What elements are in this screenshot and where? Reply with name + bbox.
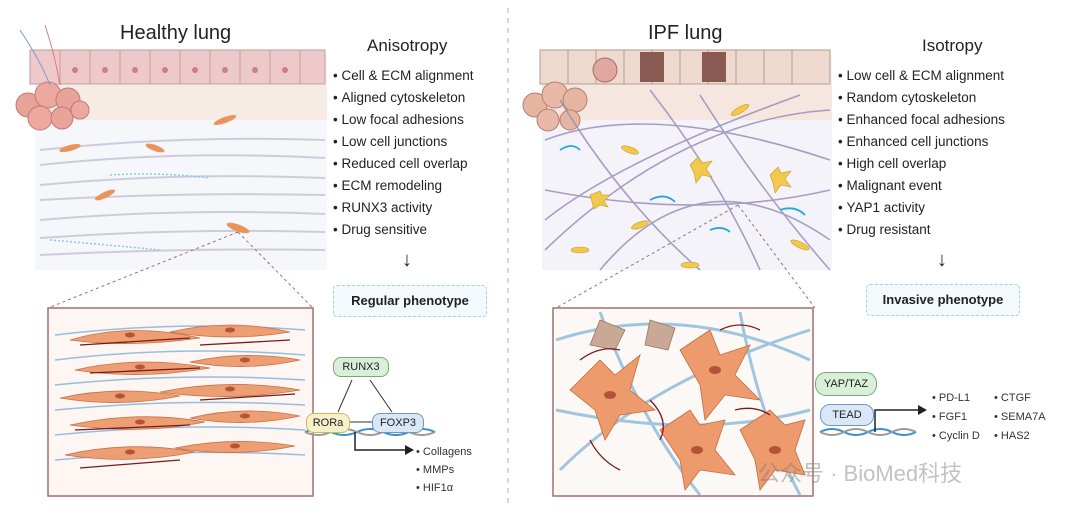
rora-node: RORa: [306, 413, 350, 433]
ipf-target-gene: PD-L1: [932, 389, 980, 408]
ipf-bullet: YAP1 activity: [838, 197, 1005, 219]
healthy-bullet: Cell & ECM alignment: [333, 65, 473, 87]
healthy-bullet: Low cell junctions: [333, 131, 474, 153]
ipf-title: IPF lung: [648, 22, 723, 44]
healthy-epithelium: [29, 49, 326, 85]
healthy-phenotype-box: Regular phenotype: [333, 285, 487, 317]
runx3-node: RUNX3: [333, 357, 389, 377]
healthy-zoom-box: [47, 307, 314, 497]
ipf-target-gene: FGF1: [932, 408, 980, 427]
ipf-tissue-illustration: [522, 49, 832, 309]
healthy-target-genes: Collagens MMPs HIF1α: [416, 443, 472, 497]
ipf-target-genes-left: PD-L1 FGF1 Cyclin D: [932, 389, 980, 446]
ipf-zoom-line-left: [555, 204, 739, 309]
foxp3-node: FOXP3: [372, 413, 424, 433]
ipf-bullet: Low cell & ECM alignment: [838, 65, 1005, 87]
ipf-fibroblasts: [570, 104, 810, 269]
healthy-alveoli: [15, 24, 90, 131]
healthy-bullet: Drug sensitive: [333, 219, 474, 241]
healthy-bullet: Aligned cytoskeleton: [333, 87, 474, 109]
yap-taz-node: YAP/TAZ: [815, 372, 877, 396]
ipf-blue-fibers: [559, 145, 806, 233]
ipf-down-arrow-icon: ↓: [937, 249, 947, 271]
healthy-bullet-list: Cell & ECM alignment Aligned cytoskeleto…: [333, 65, 474, 241]
ipf-target-gene: Cyclin D: [932, 427, 980, 446]
ipf-bullet: Enhanced focal adhesions: [838, 109, 1004, 131]
ipf-bullet: Malignant event: [838, 175, 1005, 197]
healthy-bullet: RUNX3 activity: [333, 197, 474, 219]
ipf-bullet: Random cytoskeleton: [838, 87, 1005, 109]
ipf-pathway-graphics: [819, 405, 927, 436]
ipf-bullet: Enhanced cell junctions: [838, 131, 1005, 153]
watermark: 公众号 · BioMed科技: [758, 461, 963, 486]
ipf-bullet: High cell overlap: [838, 153, 1005, 175]
ipf-epithelium: [539, 49, 831, 85]
healthy-target-gene: MMPs: [416, 461, 472, 479]
healthy-bullet: Reduced cell overlap: [333, 153, 474, 175]
healthy-target-gene: Collagens: [416, 443, 472, 461]
tead-node: TEAD: [820, 404, 874, 426]
healthy-zoom-line-left: [47, 231, 239, 309]
ipf-target-genes-right: CTGF SEMA7A HAS2: [994, 389, 1046, 446]
ipf-zoom-box: [552, 307, 814, 497]
healthy-down-arrow-icon: ↓: [402, 249, 412, 271]
healthy-tissue-illustration: [15, 24, 327, 309]
ipf-target-gene: HAS2: [994, 427, 1046, 446]
ipf-dna-helix: [819, 428, 917, 436]
healthy-blue-fibers: [49, 173, 211, 251]
ipf-target-gene: CTGF: [994, 389, 1046, 408]
ipf-random-fibers: [544, 89, 831, 271]
healthy-fibroblasts: [59, 115, 250, 234]
ipf-submucosa-band: [542, 85, 832, 120]
ipf-bullet: Drug resistant: [838, 219, 1005, 241]
ipf-bullet-list: Low cell & ECM alignment Random cytoskel…: [838, 65, 1005, 241]
healthy-title: Healthy lung: [120, 22, 232, 44]
healthy-bullet: Low focal adhesions: [333, 109, 474, 131]
ipf-target-gene: SEMA7A: [994, 408, 1046, 427]
ipf-alveoli: [522, 57, 618, 132]
ipf-phenotype-box: Invasive phenotype: [866, 284, 1020, 316]
ipf-header: Isotropy: [922, 36, 983, 55]
healthy-bullet: ECM remodeling: [333, 175, 474, 197]
healthy-target-gene: HIF1α: [416, 479, 472, 497]
healthy-header: Anisotropy: [367, 36, 448, 55]
